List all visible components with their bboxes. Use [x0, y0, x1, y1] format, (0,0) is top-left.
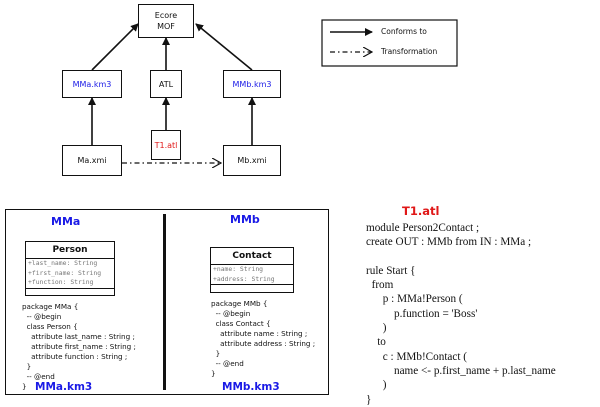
person-attr-function: +function: String [28, 278, 94, 286]
atl-label: ATL [158, 79, 174, 89]
mmb-km3-label: MMb.km3 [232, 79, 272, 89]
conforms-arrow-mma-ecore [91, 23, 139, 71]
t1-atl-node: T1.atl [151, 130, 181, 160]
mb-xmi-label: Mb.xmi [237, 156, 267, 165]
person-class-name: Person [26, 242, 114, 259]
mmb-km3-node: MMb.km3 [223, 70, 281, 98]
ecore-mof-node: Ecore MOF [138, 4, 194, 38]
ma-xmi-node: Ma.xmi [62, 145, 122, 176]
diagram-arrows [88, 19, 458, 200]
metamodels-divider [163, 214, 166, 390]
legend-box [321, 19, 458, 67]
mma-km3-code: package MMa { -- @begin class Person { a… [22, 302, 136, 391]
mma-footer: MMa.km3 [35, 381, 93, 393]
person-class: Person +last_name: String +first_name: S… [25, 241, 115, 296]
contact-class-name: Contact [211, 248, 293, 265]
person-attr-last-name: +last_name: String [28, 259, 98, 267]
atl-node: ATL [150, 70, 182, 98]
atl-code-body: module Person2Contact ; create OUT : MMb… [366, 222, 556, 406]
mmb-footer: MMb.km3 [222, 381, 280, 393]
contact-class: Contact +name: String +address: String [210, 247, 294, 293]
mma-title: MMa [51, 215, 81, 228]
metamodels-panel [5, 209, 329, 395]
ecore-mof-label: Ecore MOF [154, 11, 178, 31]
legend-conforms-label: Conforms to [381, 27, 427, 36]
t1-atl-label: T1.atl [154, 140, 178, 150]
contact-attr-name: +name: String [213, 265, 264, 273]
mmb-title: MMb [230, 213, 260, 226]
person-attr-first-name: +first_name: String [28, 268, 102, 277]
mma-km3-label: MMa.km3 [72, 79, 112, 89]
legend-transformation-label: Transformation [381, 47, 438, 56]
person-operations-compartment [26, 287, 114, 294]
atl-code-title: T1.atl [402, 204, 440, 218]
mmb-km3-code: package MMb { -- @begin class Contact { … [211, 299, 316, 378]
contact-attr-address: +address: String [213, 274, 275, 283]
contact-operations-compartment [211, 284, 293, 290]
mb-xmi-node: Mb.xmi [223, 145, 281, 176]
ma-xmi-label: Ma.xmi [77, 156, 107, 165]
mma-km3-node: MMa.km3 [62, 70, 122, 98]
conforms-arrow-mmb-ecore [195, 23, 253, 71]
